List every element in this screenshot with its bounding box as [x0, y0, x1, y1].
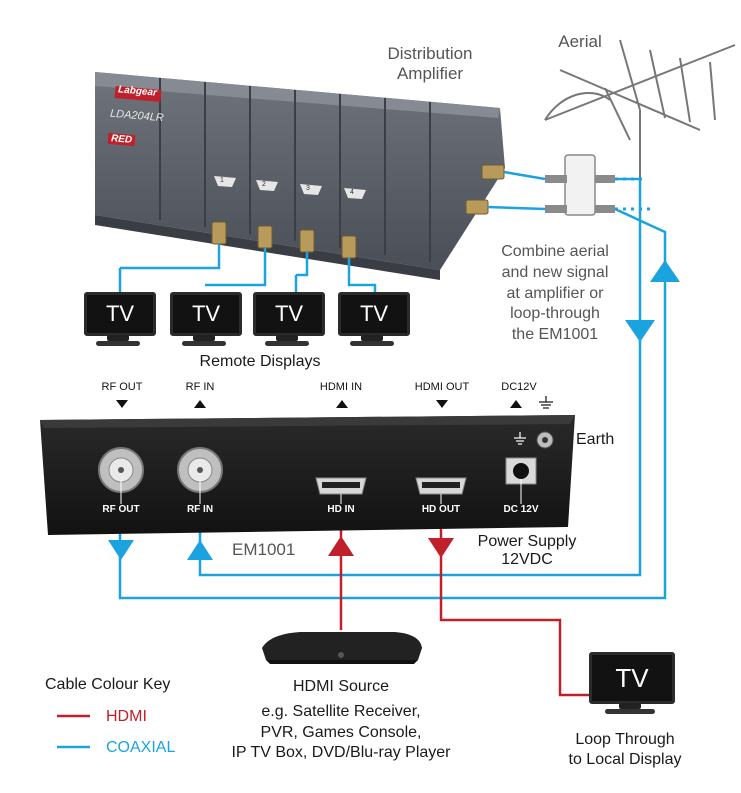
port-direction-markers: [116, 400, 522, 408]
tv-screen: TV: [589, 652, 675, 704]
hdmi-source-line1: e.g. Satellite Receiver,: [261, 702, 421, 720]
em1001-unit: [40, 415, 575, 535]
amplifier-badge: RED: [107, 132, 136, 147]
tv-screen: TV: [253, 292, 325, 336]
port-label-dc12v: DC 12V: [503, 504, 539, 515]
amplifier-title-line2: Amplifier: [396, 64, 464, 84]
hdmi-flow-arrows: [328, 536, 454, 558]
top-label-dc12v: DC12V: [501, 381, 537, 393]
power-supply-label: Power Supply 12VDC: [462, 533, 592, 570]
hdmi-source-line3: IP TV Box, DVD/Blu-ray Player: [231, 744, 451, 762]
tv-foot: [350, 341, 394, 346]
earth-label: Earth: [576, 431, 615, 448]
tv-screen: TV: [84, 292, 156, 336]
amp-port-1: 1: [220, 177, 224, 184]
combine-note-line: Combine aerial: [501, 243, 609, 260]
combine-note-line: loop-through: [510, 305, 600, 323]
tv-foot: [265, 341, 309, 346]
top-label-rf-out: RF OUT: [101, 381, 143, 393]
amp-port-2: 2: [262, 181, 266, 188]
distribution-amplifier: [95, 72, 505, 280]
port-label-rf-out: RF OUT: [102, 504, 140, 515]
combine-note: Combine aerial and new signal at amplifi…: [480, 242, 630, 346]
remote-displays-label: Remote Displays: [199, 353, 321, 370]
amplifier-title: Distribution Amplifier: [360, 44, 500, 85]
combine-note-line: at amplifier or: [506, 284, 604, 302]
hdmi-source-line2: PVR, Games Console,: [260, 723, 422, 741]
power-supply-line1: Power Supply: [477, 533, 577, 550]
hdmi-source-title: HDMI Source: [292, 678, 390, 695]
coax-flow-arrows: [108, 260, 680, 560]
amp-port-4: 4: [350, 189, 354, 196]
top-label-rf-in: RF IN: [185, 381, 215, 393]
amplifier-title-line1: Distribution: [387, 44, 473, 63]
hdmi-source-device: [262, 632, 422, 664]
tv-stand: [193, 335, 215, 341]
top-label-hdmi-in: HDMI IN: [319, 381, 363, 393]
tv-stand: [361, 335, 383, 341]
signal-combiner: [545, 154, 615, 216]
tv-stand: [276, 335, 298, 341]
key-coax-label: COAXIAL: [106, 739, 176, 756]
key-hdmi-label: HDMI: [106, 708, 147, 725]
port-label-rf-in: RF IN: [186, 504, 214, 515]
tv-screen: TV: [338, 292, 410, 336]
local-display-label: Loop Through to Local Display: [555, 730, 695, 770]
tv-foot: [605, 709, 655, 714]
combine-note-line: and new signal: [501, 263, 609, 281]
aerial-label: Aerial: [558, 32, 602, 51]
tv-foot: [96, 341, 140, 346]
earth-symbol-top: [539, 396, 553, 409]
local-display-line2: to Local Display: [568, 751, 682, 768]
tv-screen: TV: [170, 292, 242, 336]
tv-stand: [619, 703, 641, 709]
power-supply-line2: 12VDC: [501, 551, 553, 569]
hdmi-source-text: HDMI Source e.g. Satellite Receiver, PVR…: [200, 677, 482, 764]
key-title: Cable Colour Key: [45, 676, 171, 693]
top-label-hdmi-out: HDMI OUT: [414, 381, 470, 393]
em1001-name: EM1001: [232, 540, 296, 559]
local-display-line1: Loop Through: [575, 731, 675, 748]
amp-port-3: 3: [306, 185, 310, 192]
port-label-hd-out: HD OUT: [421, 504, 461, 515]
port-label-hd-in: HD IN: [327, 504, 355, 515]
combine-note-line: the EM1001: [511, 326, 599, 344]
tv-stand: [107, 335, 129, 341]
tv-foot: [182, 341, 226, 346]
